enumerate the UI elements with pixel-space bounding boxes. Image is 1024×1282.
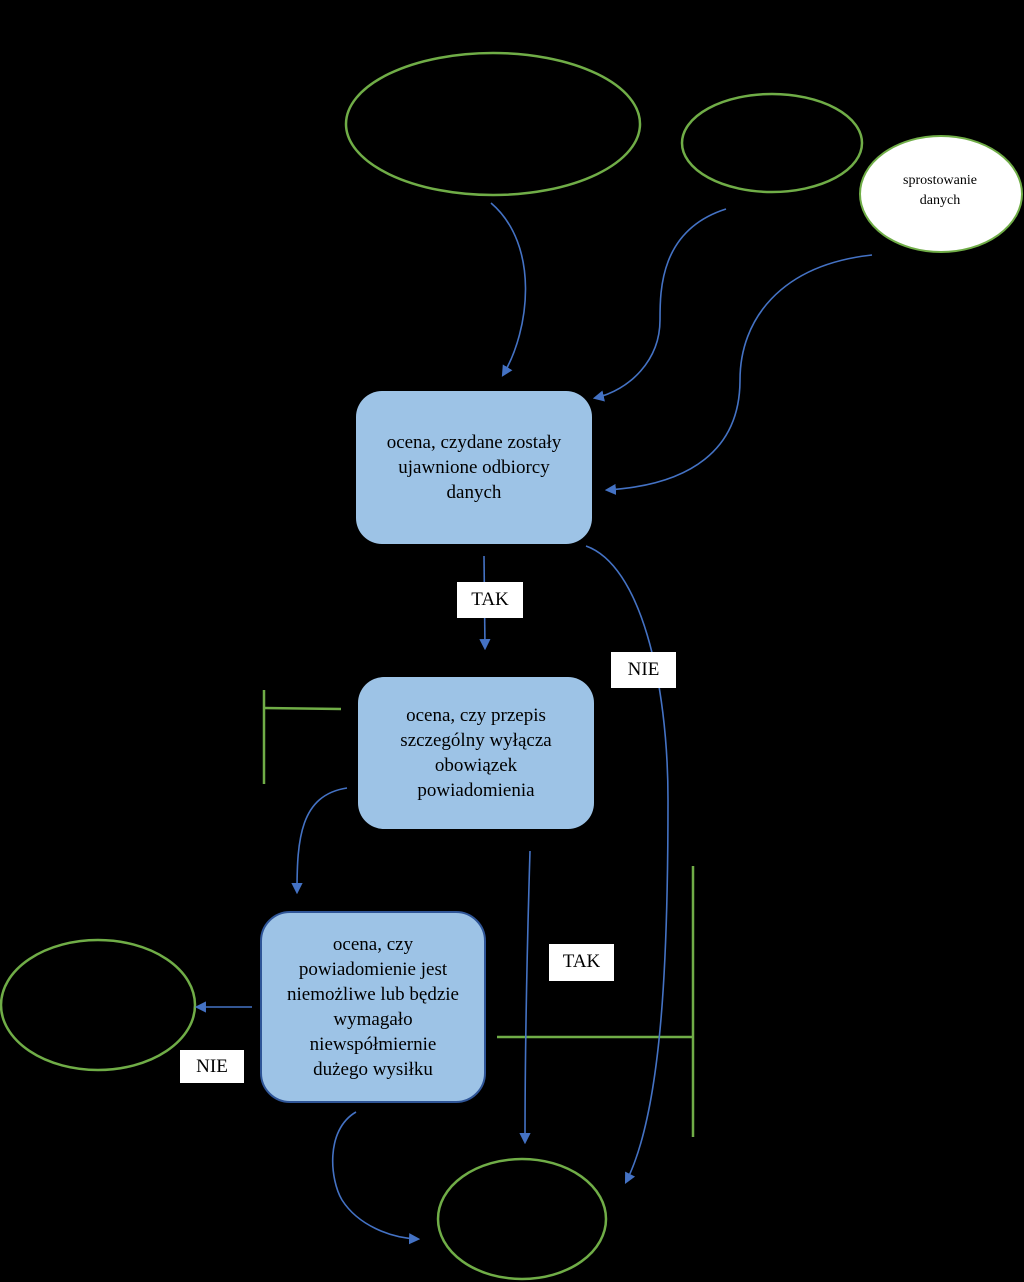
edge-label-nie-recipients: NIE [611,652,676,688]
node-effort-text: ocena, czy powiadomienie jest niemożliwe… [287,934,459,1080]
arrow-top-medium-to-recipients [592,208,727,402]
node-recipients-text: ocena, czydane zostały ujawnione odbiorc… [386,432,562,503]
arrow-exemption-to-effort [291,787,348,895]
node-effort-assessment: ocena, czy powiadomienie jest niemożliwe… [260,911,486,1103]
ellipse-rectification [859,135,1023,253]
ellipse-left [0,938,197,1072]
edge-label-nie-effort: NIE [180,1050,244,1083]
ellipse-top-large [344,51,642,197]
edge-label-tak-exemption: TAK [549,944,614,981]
node-exemption-text: ocena, czy przepis szczególny wyłącza ob… [400,705,552,801]
node-exemption-assessment: ocena, czy przepis szczególny wyłącza ob… [358,677,594,829]
arrow-top-large-to-recipients [490,202,527,377]
rectification-label: sprostowanie danych [903,173,977,208]
arrow-recipients-to-bottom [585,545,669,1184]
node-recipients-assessment: ocena, czydane zostały ujawnione odbiorc… [356,391,592,544]
ellipse-top-medium [680,92,864,194]
arrow-rectification-to-recipients [604,254,873,496]
edge-label-tak-recipients: TAK [457,582,523,618]
bracket-left-horizontal [263,706,342,711]
ellipse-bottom [436,1157,608,1281]
arrow-effort-to-bottom [331,1111,421,1245]
arrow-exemption-to-bottom [519,850,531,1145]
